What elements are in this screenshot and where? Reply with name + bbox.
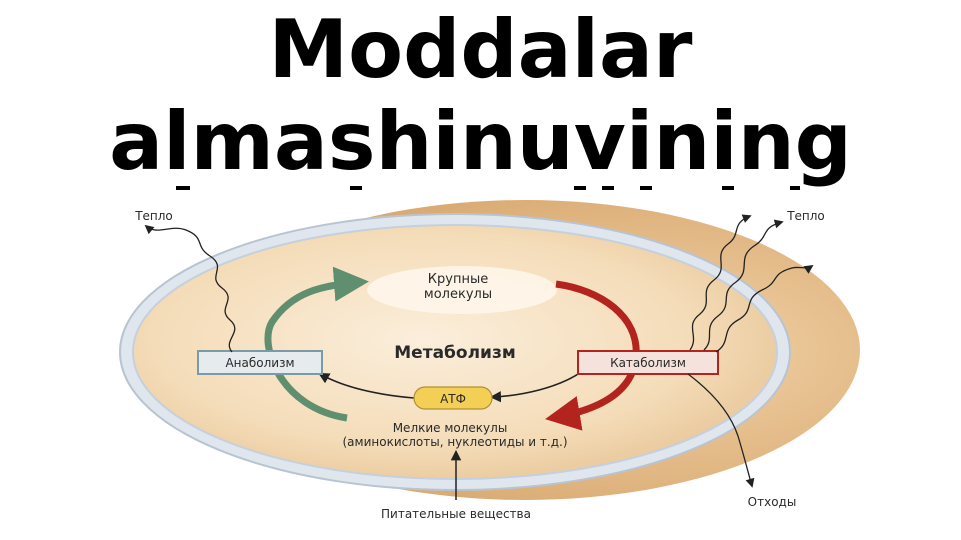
atp-badge (413, 386, 493, 410)
anabolism-arrow (264, 266, 369, 422)
small-molecules-label-1: Мелкие молекулы (393, 421, 508, 435)
slide-title-line-1: Moddalar (268, 3, 693, 96)
heat-label-left: Тепло (134, 209, 173, 223)
anabolism-box (197, 350, 323, 375)
catabolism-box (577, 350, 719, 375)
atp-label: АТФ (440, 392, 466, 406)
large-molecules-label-2: молекулы (424, 287, 492, 302)
clipped-title-line (0, 186, 961, 206)
nutrients-label: Питательные вещества (381, 507, 531, 521)
heat-arrow-right-2 (703, 219, 784, 351)
heat-arrow-left (144, 224, 236, 353)
heat-label-right: Тепло (786, 209, 825, 223)
catabolism-label: Катаболизм (610, 356, 686, 370)
heat-arrow-right-3 (715, 264, 814, 353)
atp-out-arrow (318, 372, 415, 399)
anabolism-label: Анаболизм (225, 356, 294, 370)
small-molecules-label-2: (аминокислоты, нуклеотиды и т.д.) (343, 435, 568, 449)
waste-label: Отходы (748, 495, 797, 509)
heat-arrow-right-1 (689, 214, 752, 351)
atp-in-arrow (489, 369, 585, 403)
waste-arrow (687, 373, 755, 488)
large-molecules-label-1: Крупные (428, 272, 488, 287)
metabolism-label: Метаболизм (394, 343, 515, 363)
slide-title-line-2: almashinuvining (109, 95, 852, 188)
cell-interior (132, 224, 778, 480)
